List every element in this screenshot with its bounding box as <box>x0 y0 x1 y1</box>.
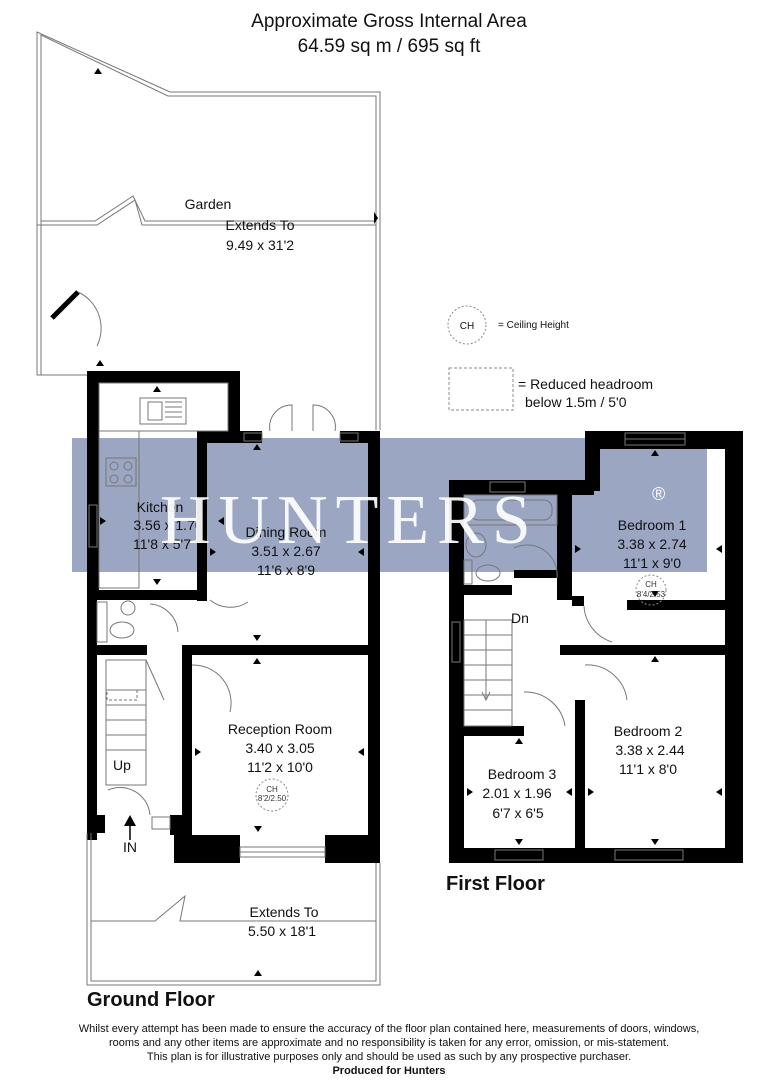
watermark-text: HUNTERS <box>160 482 539 559</box>
watermark-band <box>72 438 707 572</box>
disclaimer-line1: Whilst every attempt has been made to en… <box>78 1023 700 1035</box>
ground-floor-label: Ground Floor <box>87 989 215 1011</box>
in-label: IN <box>123 839 137 855</box>
legend-ch-symbol: CH <box>460 321 474 332</box>
legend-ch-text: = Ceiling Height <box>498 320 569 331</box>
disclaimer-line2: rooms and any other items are approximat… <box>108 1037 670 1049</box>
disclaimer-credit: Produced for Hunters <box>332 1065 446 1077</box>
front-extends: Extends To <box>249 904 318 920</box>
front-arrow <box>254 970 262 976</box>
dining-metric: 3.51 x 2.67 <box>251 543 320 559</box>
bedroom1-metric: 3.38 x 2.74 <box>617 536 686 552</box>
bedroom3-name: Bedroom 3 <box>488 766 557 782</box>
bedroom1-ch: CH <box>645 580 657 589</box>
bedroom1-name: Bedroom 1 <box>618 517 687 533</box>
bedroom1-ch-icon <box>635 574 667 606</box>
reception-imperial: 11'2 x 10'0 <box>247 759 313 775</box>
bedroom2-imperial: 11'1 x 8'0 <box>619 761 677 777</box>
reception-name: Reception Room <box>228 721 332 737</box>
kitchen-imperial: 11'8 x 5'7 <box>133 536 191 552</box>
bedroom2-metric: 3.38 x 2.44 <box>615 742 684 758</box>
legend-reduced-line2: below 1.5m / 5'0 <box>525 394 627 410</box>
reception-metric: 3.40 x 3.05 <box>245 740 314 756</box>
bedroom3-metric: 2.01 x 1.96 <box>482 785 551 801</box>
kitchen-metric: 3.56 x 1.70 <box>133 517 202 533</box>
garden-arrow-bottom <box>96 360 104 366</box>
kitchen-name: Kitchen <box>137 499 184 515</box>
garden-name: Garden <box>185 196 232 212</box>
garden-dims: 9.49 x 31'2 <box>226 237 294 253</box>
dining-imperial: 11'6 x 8'9 <box>257 562 315 578</box>
front-dims: 5.50 x 18'1 <box>248 923 316 939</box>
garden-arrow-top <box>94 68 102 74</box>
area-value: 64.59 sq m / 695 sq ft <box>297 36 481 57</box>
ff-arrows <box>467 450 722 845</box>
area-title: Approximate Gross Internal Area <box>251 11 527 32</box>
reception-ch: CH <box>266 785 278 794</box>
gf-arrows <box>100 386 364 832</box>
watermark-registered-icon: ® <box>652 484 665 504</box>
ground-floor-fixtures <box>88 382 359 858</box>
disclaimer-line3: This plan is for illustrative purposes o… <box>146 1051 632 1063</box>
reception-ch-icon <box>255 778 289 812</box>
bedroom1-ch-value: 8'4/2.53 <box>637 590 666 599</box>
bedroom2-name: Bedroom 2 <box>614 723 683 739</box>
first-floor-fixtures <box>451 432 686 861</box>
legend-ch-icon <box>447 305 487 345</box>
bedroom3-imperial: 6'7 x 6'5 <box>492 805 543 821</box>
legend-reduced-box <box>448 367 514 411</box>
garden-outline <box>36 31 381 430</box>
ground-floor-walls <box>87 371 380 863</box>
legend-reduced-line1: = Reduced headroom <box>518 376 653 392</box>
up-label: Up <box>113 757 131 773</box>
dn-label: Dn <box>511 610 529 626</box>
garden-arrow-right <box>374 212 378 224</box>
bedroom1-imperial: 11'1 x 9'0 <box>623 555 681 571</box>
dining-name: Dining Room <box>246 524 327 540</box>
first-floor-label: First Floor <box>446 873 545 895</box>
reception-ch-value: 8'2/2.50 <box>258 794 287 803</box>
garden-gate <box>50 290 80 320</box>
in-arrow-head <box>124 815 136 826</box>
front-garden-outline <box>86 833 381 986</box>
gate-swing <box>77 291 102 347</box>
garden-extends: Extends To <box>225 217 294 233</box>
